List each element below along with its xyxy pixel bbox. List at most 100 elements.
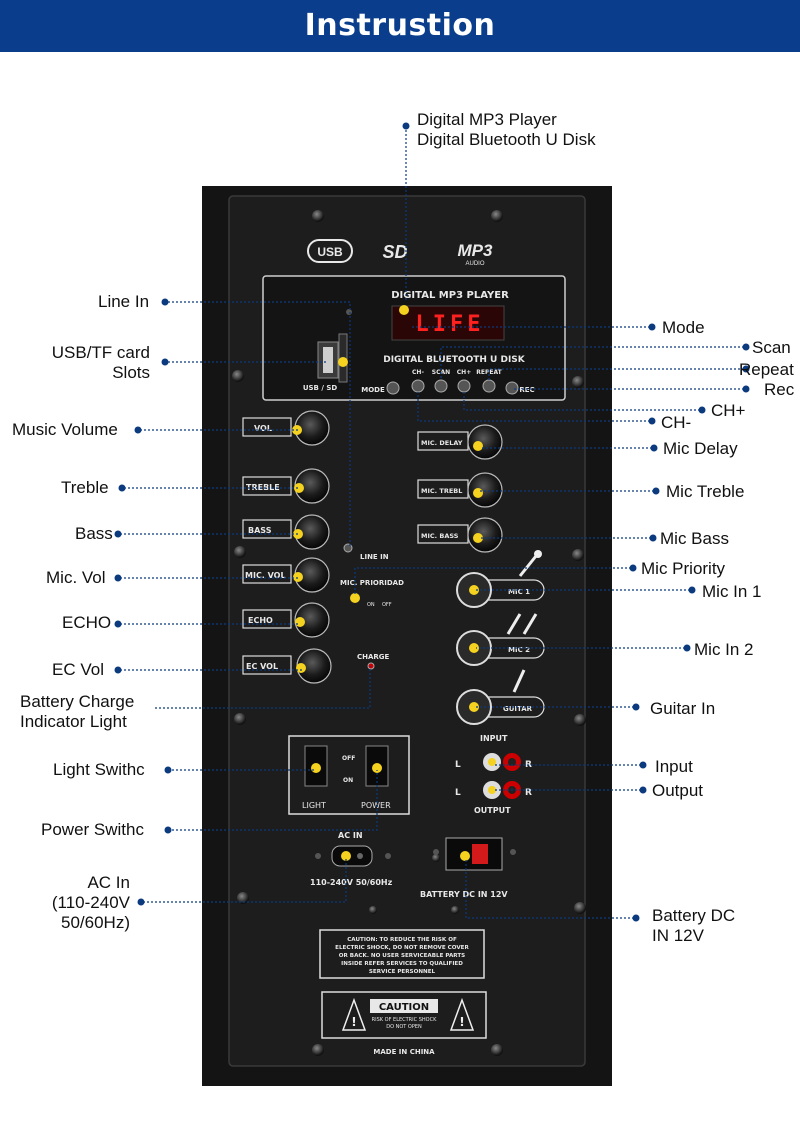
charge-led [367, 662, 375, 670]
svg-text:ON: ON [367, 602, 375, 608]
callout-rec: Rec [764, 380, 795, 399]
svg-text:MIC 1: MIC 1 [508, 588, 530, 596]
svg-text:DIGITAL BLUETOOTH U DISK: DIGITAL BLUETOOTH U DISK [383, 355, 526, 365]
svg-text:OUTPUT: OUTPUT [474, 806, 511, 815]
svg-text:REC: REC [519, 386, 534, 394]
rca-block: INPUT L R L R OUTPUT [455, 734, 532, 815]
svg-text:LINE IN: LINE IN [360, 553, 389, 561]
svg-text:OFF: OFF [342, 755, 355, 762]
svg-text:INSIDE REFER SERVICES TO QUALI: INSIDE REFER SERVICES TO QUALIFIED [341, 961, 463, 967]
svg-text:CH-: CH- [412, 369, 424, 376]
sd-logo: SD [382, 242, 407, 262]
left-knob-column: VOL TREBLE BASS MIC. VOL ECHO [242, 410, 332, 684]
svg-text:SERVICE PERSONNEL: SERVICE PERSONNEL [369, 969, 436, 975]
callout-battery-dc-1: Battery DC [652, 906, 736, 925]
svg-text:CHARGE: CHARGE [357, 653, 390, 661]
svg-text:CH+: CH+ [457, 369, 471, 376]
knob-mic-vol: MIC. VOL [242, 557, 330, 593]
svg-text:POWER: POWER [361, 801, 391, 810]
svg-text:MIC 2: MIC 2 [508, 646, 530, 654]
callout-digital-mp3-player: Digital MP3 Player [417, 110, 557, 129]
knob-ec-vol: EC VOL [242, 648, 332, 684]
svg-text:CAUTION: TO REDUCE THE RISK OF: CAUTION: TO REDUCE THE RISK OF [347, 937, 457, 943]
callout-output: Output [652, 781, 704, 800]
caution-label: ! ! CAUTION RISK OF ELECTRIC SHOCK DO NO… [321, 991, 487, 1039]
right-knob-column: MIC. DELAY MIC. TREBL MIC. BASS [417, 424, 503, 553]
svg-text:DO NOT OPEN: DO NOT OPEN [386, 1024, 422, 1030]
callout-usb-tf-1: USB/TF card [51, 343, 150, 362]
callout-digital-bluetooth: Digital Bluetooth U Disk [417, 130, 596, 149]
ac-inlet: AC IN 110-240V 50/60Hz [310, 831, 393, 887]
callout-music-volume: Music Volume [12, 420, 118, 439]
svg-text:!: ! [459, 1015, 464, 1029]
svg-text:MIC. VOL: MIC. VOL [245, 571, 286, 580]
callout-battery-dc-2: IN 12V [652, 926, 704, 945]
callout-echo: ECHO [62, 613, 112, 632]
callout-ac-in-3: 50/60Hz) [61, 913, 130, 932]
callout-ec-vol: EC Vol [52, 660, 104, 679]
callout-repeat: Repeat [739, 360, 794, 379]
svg-text:INPUT: INPUT [480, 734, 508, 743]
svg-text:REPEAT: REPEAT [476, 369, 502, 376]
caution-notice: CAUTION: TO REDUCE THE RISK OF ELECTRIC … [319, 929, 485, 979]
svg-text:MP3: MP3 [458, 241, 494, 260]
svg-text:TREBLE: TREBLE [246, 483, 280, 492]
callout-mic-priority: Mic Priority [641, 559, 726, 578]
line-in-jack [343, 543, 353, 553]
svg-text:ELECTRIC SHOCK, DO NOT REMOVE: ELECTRIC SHOCK, DO NOT REMOVE COVER [335, 945, 469, 951]
callout-battery-charge-2: Indicator Light [20, 712, 127, 731]
line-in-jack-top [346, 309, 352, 315]
callout-mic-vol: Mic. Vol [46, 568, 106, 587]
leader-lines [120, 126, 744, 919]
leader-dots [114, 122, 750, 922]
switch-box: OFF ON LIGHT POWER [288, 735, 410, 815]
knob-mic-bass: MIC. BASS [417, 517, 503, 553]
svg-text:MODE: MODE [361, 386, 385, 394]
knob-echo: ECHO [242, 602, 330, 638]
svg-text:MIC. PRIORIDAD: MIC. PRIORIDAD [340, 579, 404, 587]
callout-ac-in-2: (110-240V [51, 893, 130, 912]
callout-input: Input [655, 757, 693, 776]
svg-text:MIC. BASS: MIC. BASS [421, 532, 459, 540]
svg-text:USB / SD: USB / SD [303, 384, 338, 392]
callout-mode: Mode [662, 318, 705, 337]
svg-text:AUDIO: AUDIO [465, 261, 484, 267]
mp3-logo: MP3 AUDIO [458, 241, 494, 267]
svg-text:OR BACK. NO USER SERVICEABLE P: OR BACK. NO USER SERVICEABLE PARTS [339, 953, 465, 959]
svg-text:AC IN: AC IN [338, 831, 363, 840]
svg-text:RISK OF ELECTRIC SHOCK: RISK OF ELECTRIC SHOCK [372, 1017, 437, 1023]
knob-mic-delay: MIC. DELAY [417, 424, 503, 460]
battery-terminal: BATTERY DC IN 12V [420, 837, 516, 899]
knob-vol: VOL [242, 410, 330, 446]
svg-text:GUITAR: GUITAR [503, 705, 533, 713]
svg-text:MIC. DELAY: MIC. DELAY [421, 439, 463, 447]
callout-treble: Treble [61, 478, 109, 497]
svg-text:BATTERY DC IN 12V: BATTERY DC IN 12V [420, 890, 508, 899]
svg-text:BASS: BASS [248, 526, 272, 535]
mic-priority-switch [350, 593, 360, 603]
svg-text:110-240V 50/60Hz: 110-240V 50/60Hz [310, 878, 393, 887]
callout-ch-plus: CH+ [711, 401, 746, 420]
knob-mic-treble: MIC. TREBL [417, 472, 503, 508]
svg-text:USB: USB [317, 245, 343, 259]
callout-battery-charge-1: Battery Charge [20, 692, 135, 711]
knob-treble: TREBLE [242, 468, 330, 504]
svg-text:ON: ON [343, 777, 353, 784]
svg-text:SD: SD [382, 242, 407, 262]
led-display [391, 305, 505, 341]
svg-text:CAUTION: CAUTION [379, 1002, 429, 1013]
callout-mic-treble: Mic Treble [666, 482, 745, 501]
svg-text:VOL: VOL [254, 424, 272, 433]
jack-mic-1: MIC 1 [456, 550, 545, 608]
screws [232, 210, 586, 1056]
callout-mic-delay: Mic Delay [663, 439, 738, 458]
callout-power-switch: Power Swithc [41, 820, 144, 839]
svg-text:!: ! [351, 1015, 356, 1029]
marker-dot [399, 305, 409, 315]
callout-ac-in-1: AC In [87, 873, 130, 892]
svg-text:L: L [455, 788, 461, 798]
callout-line-in: Line In [98, 292, 150, 311]
svg-text:EC VOL: EC VOL [246, 662, 278, 671]
svg-text:MIC. TREBL: MIC. TREBL [421, 487, 462, 495]
